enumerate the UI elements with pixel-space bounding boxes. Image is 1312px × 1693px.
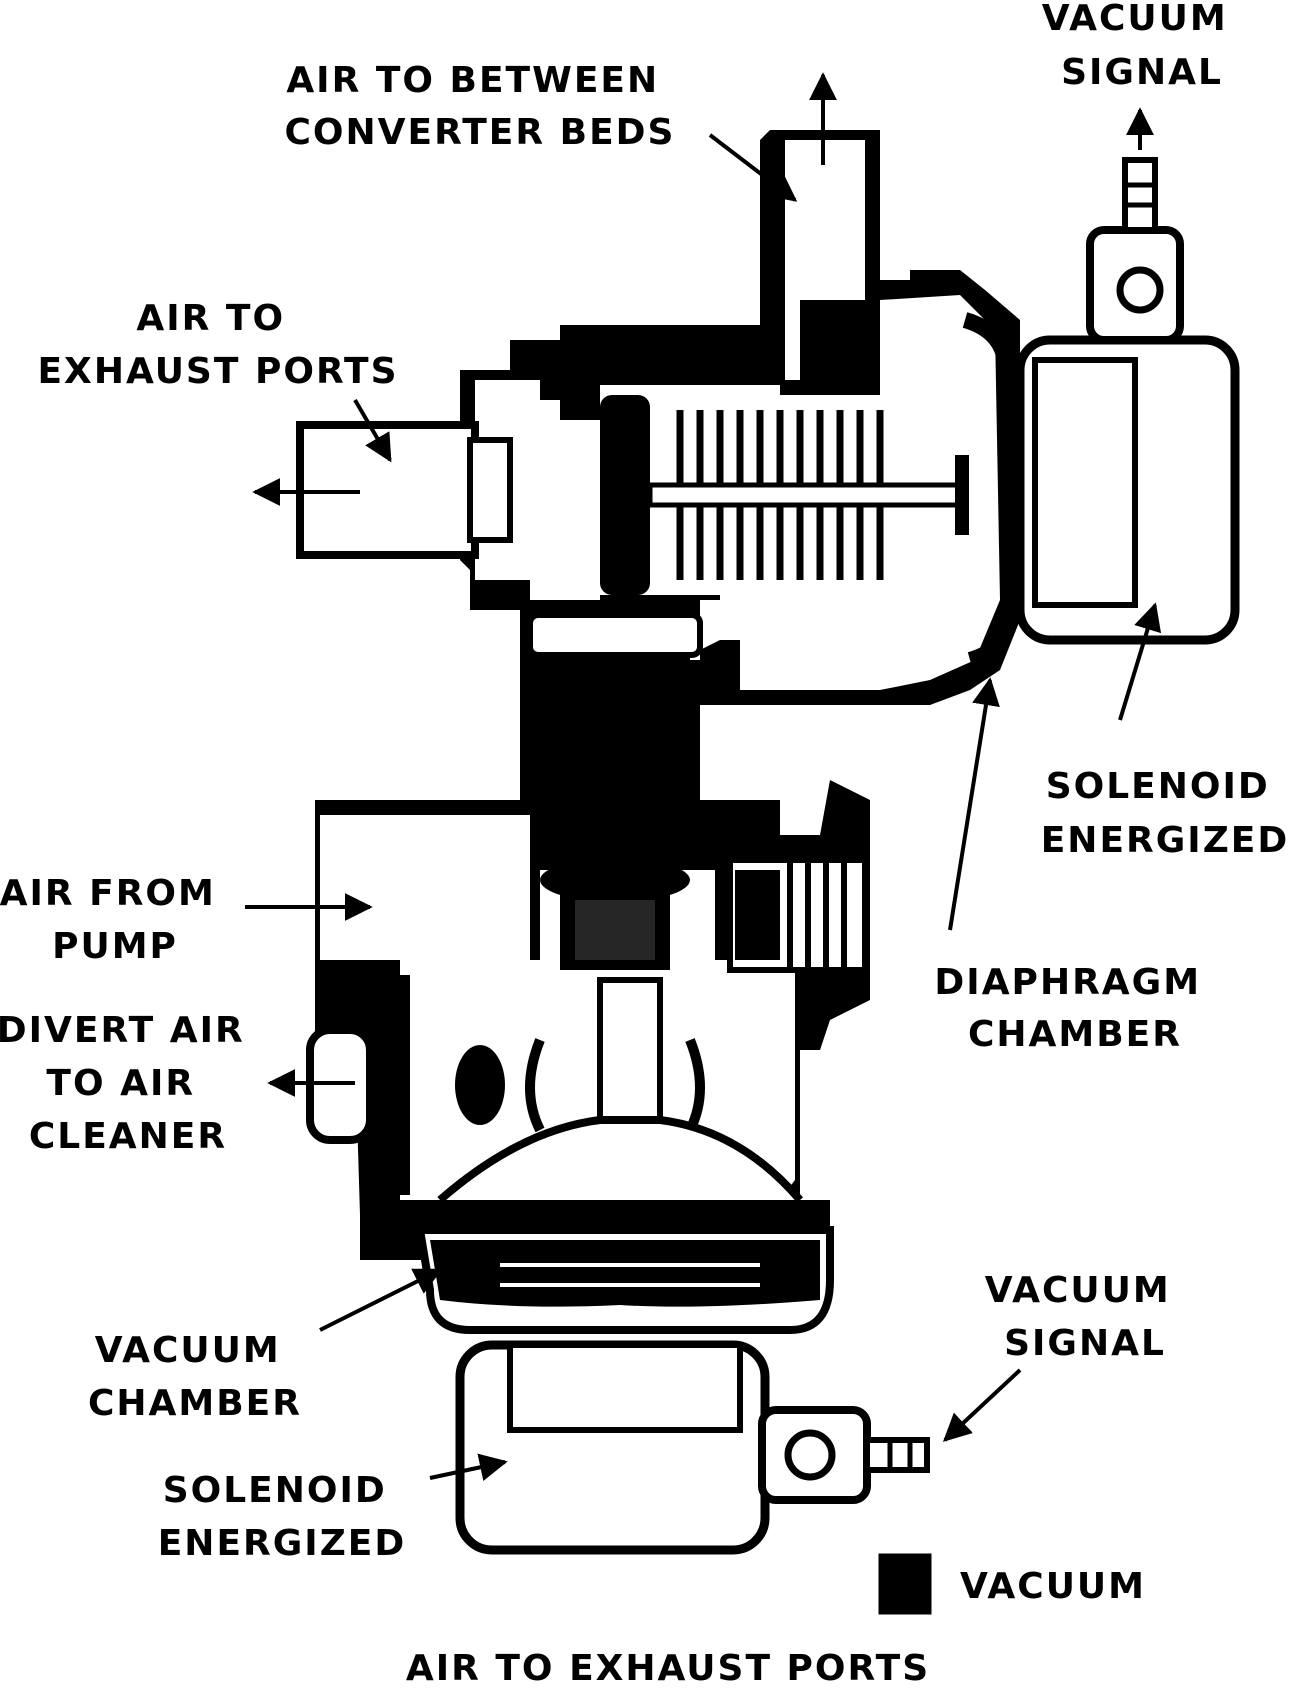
label-air-between-converter-beds: AIR TO BETWEEN CONVERTER BEDS <box>285 60 676 153</box>
label-air-to-exhaust-ports: AIR TO EXHAUST PORTS <box>37 298 398 392</box>
label-solenoid-energized-bottom: SOLENOID ENERGIZED <box>158 1470 407 1564</box>
label-vacuum-signal-bottom: VACUUM SIGNAL <box>985 1270 1186 1364</box>
upper-valve-housing <box>296 130 1020 830</box>
label-divert-air-to-air-cleaner: DIVERT AIR TO AIR CLEANER <box>0 1010 259 1157</box>
lower-valve-body <box>306 660 870 1260</box>
label-solenoid-energized-right: SOLENOID ENERGIZED <box>1041 766 1290 861</box>
leader-lines <box>319 133 1162 1481</box>
flow-arrows <box>245 72 1154 1097</box>
label-vacuum-signal-top: VACUUM SIGNAL <box>1042 0 1243 93</box>
legend-vacuum-label: VACUUM <box>960 1566 1146 1607</box>
label-vacuum-chamber: VACUUM CHAMBER <box>88 1330 302 1424</box>
vacuum-legend-swatch <box>878 1553 932 1615</box>
lower-vacuum-chamber <box>415 1226 834 1334</box>
bottom-solenoid <box>455 1340 930 1555</box>
label-air-from-pump: AIR FROM PUMP <box>0 873 230 967</box>
legend: VACUUM <box>878 1553 1146 1615</box>
figure-caption: AIR TO EXHAUST PORTS <box>406 1648 930 1688</box>
label-diaphragm-chamber: DIAPHRAGM CHAMBER <box>934 962 1215 1055</box>
top-solenoid <box>1015 157 1240 645</box>
